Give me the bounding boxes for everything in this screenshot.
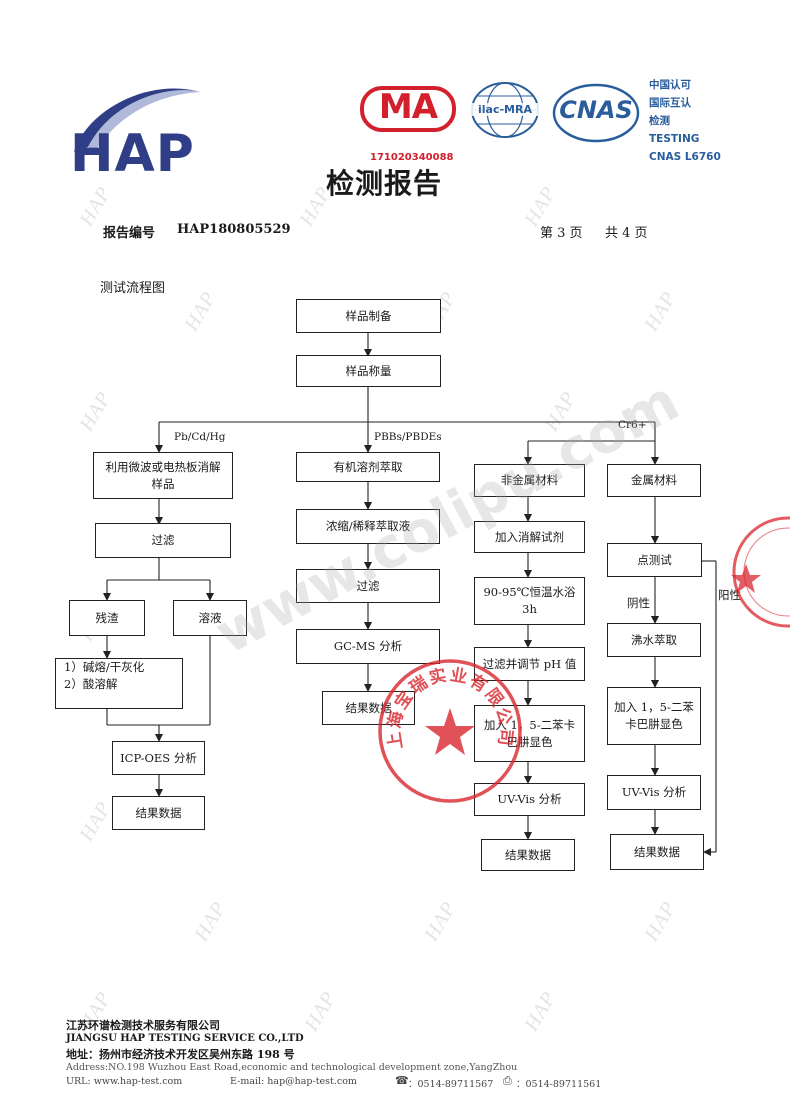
- cnas-text: CNAS: [559, 96, 633, 124]
- cert-line: 中国认可: [649, 79, 691, 91]
- metal-material-box: 金属材料: [607, 464, 701, 497]
- sample-weigh-box: 样品称量: [296, 355, 441, 387]
- pbb-result-box: 结果数据: [322, 691, 415, 725]
- metal-uv-box: UV-Vis 分析: [607, 775, 701, 810]
- footer-company-en: JIANGSU HAP TESTING SERVICE CO.,LTD: [66, 1033, 304, 1044]
- gcms-analysis-box: GC-MS 分析: [296, 629, 440, 664]
- cert-number: 171020340088: [370, 152, 454, 163]
- fax-icon: ⎙: [503, 1074, 512, 1087]
- page-total: 共 4 页: [605, 226, 648, 241]
- positive-label: 阳性: [718, 588, 741, 602]
- cert-line: CNAS L6760: [649, 151, 721, 163]
- branch-label-pbb: PBBs/PBDEs: [374, 431, 442, 443]
- cert-line: 国际互认: [649, 97, 691, 109]
- color-line: 卡巴肼显色: [625, 717, 683, 731]
- cert-line: 检测: [649, 115, 670, 127]
- metal-result-box: 结果数据: [610, 834, 704, 870]
- digest-line: 样品: [151, 476, 175, 491]
- solvent-extract-box: 有机溶剂萃取: [296, 452, 440, 482]
- phone-icon: ☎: [395, 1074, 409, 1087]
- water-bath-box: 90-95℃恒温水浴 3h: [474, 577, 585, 625]
- cnas-logo: CNAS: [552, 82, 640, 144]
- sample-prep-box: 样品制备: [296, 299, 441, 333]
- logo-text: HAP: [70, 124, 195, 184]
- footer-tel: ：0514-89711567: [408, 1079, 494, 1090]
- color-line: 加入 1，5-二苯: [614, 700, 694, 714]
- section-title: 测试流程图: [100, 281, 166, 296]
- nonmetal-result-box: 结果数据: [481, 839, 575, 871]
- metals-result-box: 结果数据: [112, 796, 205, 830]
- metal-color-box: 加入 1，5-二苯 卡巴肼显色: [607, 687, 701, 745]
- branch-label-metals: Pb/Cd/Hg: [174, 431, 226, 443]
- cert-line: TESTING: [649, 133, 700, 145]
- footer-address-cn: 地址：扬州市经济技术开发区吴州东路 198 号: [66, 1048, 295, 1061]
- digest-box: 利用微波或电热板消解 样品: [93, 452, 233, 499]
- seal-icon: 上海宝瑞实业有限公司: [378, 659, 522, 803]
- boiling-extract-box: 沸水萃取: [607, 623, 701, 657]
- solution-box: 溶液: [173, 600, 247, 636]
- footer-company-cn: 江苏环谱检测技术服务有限公司: [66, 1019, 220, 1032]
- hap-logo: HAP: [66, 72, 211, 192]
- digest-line: 利用微波或电热板消解: [105, 459, 221, 474]
- spot-test-box: 点测试: [607, 543, 702, 577]
- footer-address-en: Address:NO.198 Wuzhou East Road,economic…: [66, 1062, 518, 1073]
- company-seal: 上海宝瑞实业有限公司: [375, 656, 525, 806]
- hap-swoosh-icon: [74, 88, 201, 152]
- water-bath-line: 90-95℃恒温水浴: [483, 585, 576, 599]
- report-number-label: 报告编号: [103, 226, 156, 241]
- cma-text: MA: [378, 87, 438, 127]
- nonmetal-material-box: 非金属材料: [474, 464, 585, 497]
- icp-analysis-box: ICP-OES 分析: [112, 741, 205, 775]
- footer-email: E-mail: hap@hap-test.com: [230, 1076, 357, 1087]
- partial-seal-icon: [731, 516, 790, 628]
- footer-url: URL: www.hap-test.com: [66, 1076, 183, 1087]
- filter-ph-box: 过滤并调节 pH 值: [474, 647, 585, 681]
- residue-step: 1）碱熔/干灰化: [64, 660, 145, 674]
- nonmetal-color-box: 加入 1，5-二苯卡 巴肼显色: [474, 705, 585, 762]
- residue-steps-box: 1）碱熔/干灰化 2）酸溶解: [55, 658, 183, 709]
- report-number-value: HAP180805529: [177, 222, 291, 237]
- cma-logo: MA: [360, 84, 456, 134]
- negative-label: 阴性: [627, 596, 650, 610]
- metals-filter-box: 过滤: [95, 523, 231, 558]
- residue-box: 残渣: [69, 600, 145, 636]
- page-title: 检测报告: [326, 167, 443, 200]
- ilac-text: ilac-MRA: [468, 103, 542, 116]
- cnas-ring-icon: [552, 83, 640, 143]
- add-digest-reagent-box: 加入消解试剂: [474, 521, 585, 553]
- ilac-mra-logo: ilac-MRA: [468, 80, 542, 142]
- branch-label-cr: Cr6+: [618, 419, 647, 431]
- residue-step: 2）酸溶解: [64, 677, 118, 691]
- accreditation-text: 中国认可 国际互认 检测 TESTING CNAS L6760: [649, 76, 721, 166]
- partial-seal: [728, 512, 790, 632]
- concentrate-box: 浓缩/稀释萃取液: [296, 509, 440, 544]
- pbb-filter-box: 过滤: [296, 569, 440, 603]
- page-number: 第 3 页: [540, 226, 583, 241]
- color-line: 加入 1，5-二苯卡: [483, 717, 576, 732]
- cma-frame-icon: [360, 86, 456, 132]
- water-bath-line: 3h: [522, 602, 537, 616]
- footer-fax: ：0514-89711561: [516, 1079, 602, 1090]
